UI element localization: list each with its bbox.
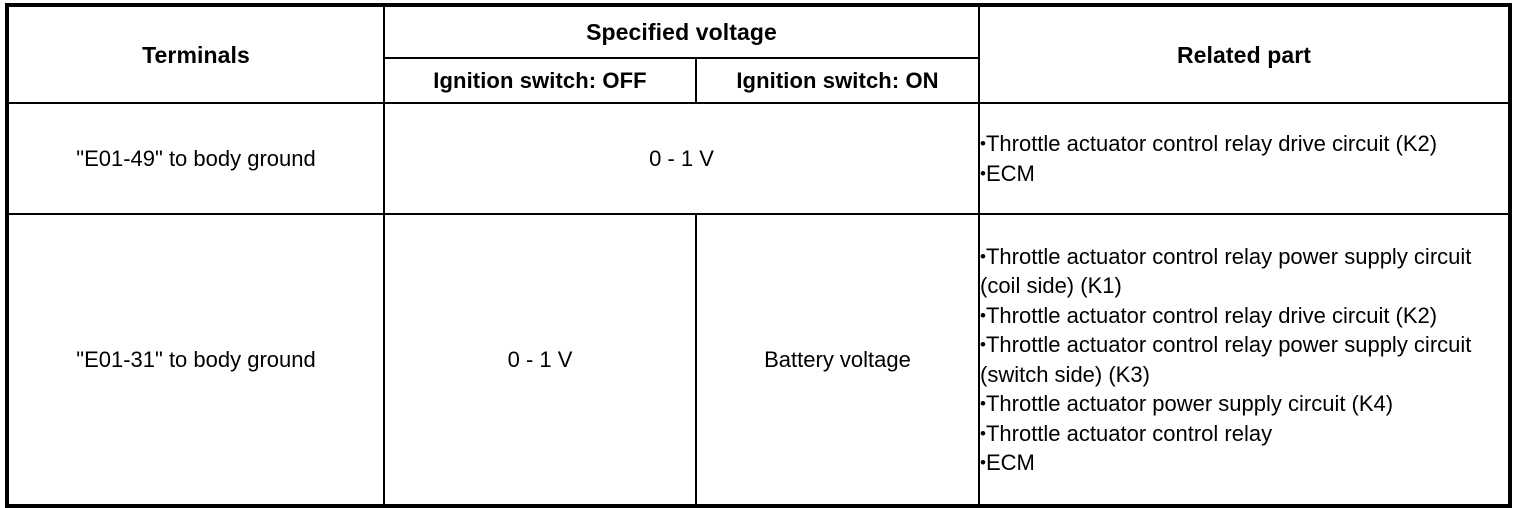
column-header-ignition-off: Ignition switch: OFF [383,57,697,104]
list-item-label: Throttle actuator control relay drive ci… [985,131,1438,156]
bullet-icon: • [980,305,986,325]
column-header-terminals-label: Terminals [142,41,250,68]
header-row-top: Terminals Specified voltage Related part [6,4,1511,104]
bullet-icon: • [980,423,986,443]
table-row: "E01-49" to body ground 0 - 1 V •Throttl… [6,102,1511,215]
list-item-label: ECM [985,450,1035,475]
cell-related-parts: •Throttle actuator control relay power s… [978,213,1511,507]
bullet-icon: • [980,163,986,183]
list-item: •Throttle actuator control relay drive c… [980,129,1508,159]
cell-voltage-merged: 0 - 1 V [383,102,980,215]
related-parts-list: •Throttle actuator control relay power s… [980,242,1508,478]
list-item: •ECM [980,159,1508,189]
terminal-voltage-table: Terminals Specified voltage Related part… [5,3,1512,508]
list-item: •Throttle actuator control relay power s… [980,242,1508,301]
cell-related-parts: •Throttle actuator control relay drive c… [978,102,1511,215]
cell-voltage-ignition-on: Battery voltage [695,213,980,507]
list-item: •Throttle actuator power supply circuit … [980,389,1508,419]
cell-terminal: "E01-31" to body ground [6,213,385,507]
column-header-terminals: Terminals [6,4,385,104]
bullet-icon: • [980,335,986,354]
bullet-icon: • [980,134,986,153]
bullet-icon: • [980,453,986,472]
list-item-label: ECM [985,160,1035,186]
cell-voltage-ignition-off: 0 - 1 V [383,213,697,507]
table-header: Terminals Specified voltage Related part… [6,4,1511,104]
list-item: •Throttle actuator control relay [980,419,1508,449]
list-item: •Throttle actuator control relay drive c… [980,301,1508,331]
related-parts-list: •Throttle actuator control relay drive c… [980,129,1508,188]
list-item-label: Throttle actuator control relay [985,420,1273,446]
header-row-sub: Ignition switch: OFF Ignition switch: ON [7,57,1510,104]
column-header-specified-voltage: Specified voltage [383,4,980,59]
cell-terminal: "E01-49" to body ground [6,102,385,215]
list-item-label: Throttle actuator control relay drive ci… [985,302,1438,328]
column-header-ignition-on: Ignition switch: ON [695,57,980,104]
table-row: "E01-31" to body ground 0 - 1 V Battery … [6,213,1511,507]
column-header-related-part-label: Related part [1176,41,1312,68]
table-body: "E01-49" to body ground 0 - 1 V •Throttl… [6,102,1511,507]
bullet-icon: • [980,394,986,413]
list-item-label: Throttle actuator control relay power su… [980,243,1472,299]
column-header-related-part: Related part [978,4,1511,104]
list-item: •ECM [980,448,1508,478]
list-item: •Throttle actuator control relay power s… [980,330,1508,389]
list-item-label: Throttle actuator control relay power su… [980,332,1472,387]
list-item-label: Throttle actuator power supply circuit (… [985,391,1394,416]
bullet-icon: • [980,246,986,266]
